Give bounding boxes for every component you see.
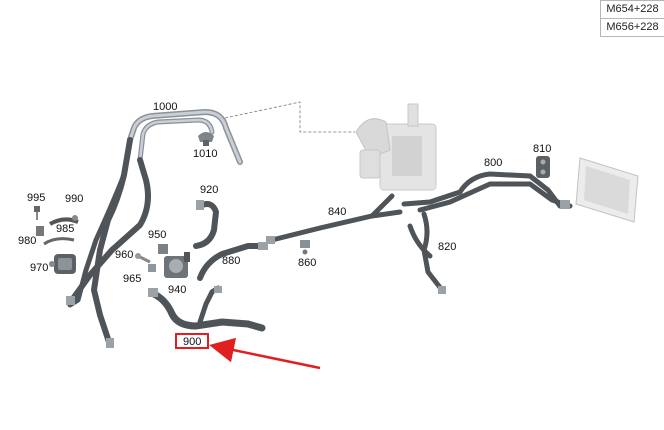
label-970[interactable]: 970: [30, 262, 48, 274]
engine-code-cell: M654+228: [601, 0, 664, 19]
highlight-box: [175, 333, 209, 349]
highlight-arrow: [209, 337, 321, 370]
label-810[interactable]: 810: [533, 143, 551, 155]
hose-840[interactable]: [266, 193, 403, 244]
part-940[interactable]: [164, 252, 190, 278]
part-860[interactable]: [300, 240, 310, 255]
hose-920[interactable]: [193, 200, 220, 249]
label-985[interactable]: 985: [56, 223, 74, 235]
label-965[interactable]: 965: [123, 273, 141, 285]
label-1010[interactable]: 1010: [193, 148, 217, 160]
hose-800[interactable]: [401, 171, 573, 213]
hose-1000[interactable]: [67, 109, 243, 348]
hose-820[interactable]: [407, 211, 446, 294]
label-900[interactable]: 900: [183, 336, 201, 348]
label-980[interactable]: 980: [18, 235, 36, 247]
radiator[interactable]: [575, 157, 639, 223]
label-840[interactable]: 840: [328, 206, 346, 218]
label-940[interactable]: 940: [168, 284, 186, 296]
hose-880[interactable]: [197, 242, 268, 281]
label-950[interactable]: 950: [148, 229, 166, 241]
part-980[interactable]: [36, 226, 44, 236]
part-985[interactable]: [43, 237, 75, 246]
heater-module[interactable]: [355, 103, 437, 191]
hose-900[interactable]: [148, 285, 266, 332]
label-1000[interactable]: 1000: [153, 101, 177, 113]
engine-code-table: M654+228 M656+228: [600, 0, 664, 37]
label-860[interactable]: 860: [298, 257, 316, 269]
label-820[interactable]: 820: [438, 241, 456, 253]
label-990[interactable]: 990: [65, 193, 83, 205]
part-960[interactable]: [135, 253, 151, 264]
connector: [106, 338, 114, 348]
label-800[interactable]: 800: [484, 157, 502, 169]
dashed-leader-line: [224, 101, 355, 133]
part-950[interactable]: [158, 244, 168, 254]
engine-code-cell: M656+228: [601, 19, 664, 37]
connector: [66, 296, 75, 305]
part-970[interactable]: [49, 254, 76, 274]
part-995[interactable]: [34, 206, 40, 220]
part-965[interactable]: [148, 264, 156, 272]
part-990[interactable]: [49, 215, 79, 226]
label-920[interactable]: 920: [200, 184, 218, 196]
label-995[interactable]: 995: [27, 192, 45, 204]
part-1010[interactable]: [198, 132, 214, 146]
part-810[interactable]: [536, 156, 550, 178]
label-960[interactable]: 960: [115, 249, 133, 261]
label-880[interactable]: 880: [222, 255, 240, 267]
